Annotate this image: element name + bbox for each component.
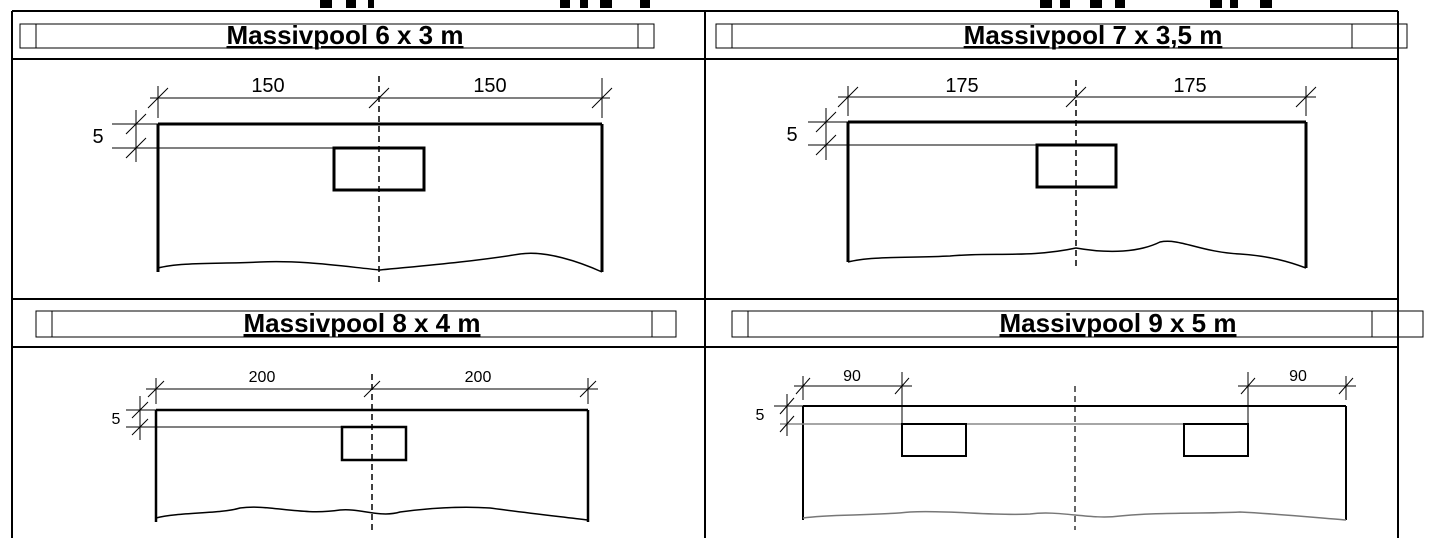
panel-2-dim-left: 175 <box>945 75 978 97</box>
panel-3-header: Massivpool 8 x 4 m <box>35 308 677 338</box>
panel-4-drawing <box>774 372 1356 530</box>
clipped-heading-remnant <box>320 0 1272 8</box>
panel-3-title: Massivpool 8 x 4 m <box>244 308 481 338</box>
panel-2-dim-depth: 5 <box>786 124 797 146</box>
panel-3-dim-right: 200 <box>465 369 492 386</box>
panel-1-dim-right: 150 <box>473 75 506 97</box>
panel-1-title: Massivpool 6 x 3 m <box>227 20 464 50</box>
panel-3-dim-left: 200 <box>249 369 276 386</box>
panel-1-dim-left: 150 <box>251 75 284 97</box>
panel-2-drawing <box>808 80 1317 269</box>
panel-2-dim-right: 175 <box>1173 75 1206 97</box>
panel-4-dim-left-offset: 90 <box>843 368 861 385</box>
panel-4-dim-depth: 5 <box>756 407 765 424</box>
table-grid <box>11 10 1399 538</box>
panel-2-title: Massivpool 7 x 3,5 m <box>964 20 1223 50</box>
panel-4-dim-right-offset: 90 <box>1289 368 1307 385</box>
panel-4-header: Massivpool 9 x 5 m <box>731 308 1424 338</box>
panel-3-dim-depth: 5 <box>112 411 121 428</box>
panel-2-header: Massivpool 7 x 3,5 m <box>715 20 1408 50</box>
panel-1-drawing <box>112 76 613 286</box>
panel-1-header: Massivpool 6 x 3 m <box>19 20 655 50</box>
panel-1-dim-depth: 5 <box>92 126 103 148</box>
panel-4-title: Massivpool 9 x 5 m <box>1000 308 1237 338</box>
panel-3-drawing <box>126 374 598 532</box>
